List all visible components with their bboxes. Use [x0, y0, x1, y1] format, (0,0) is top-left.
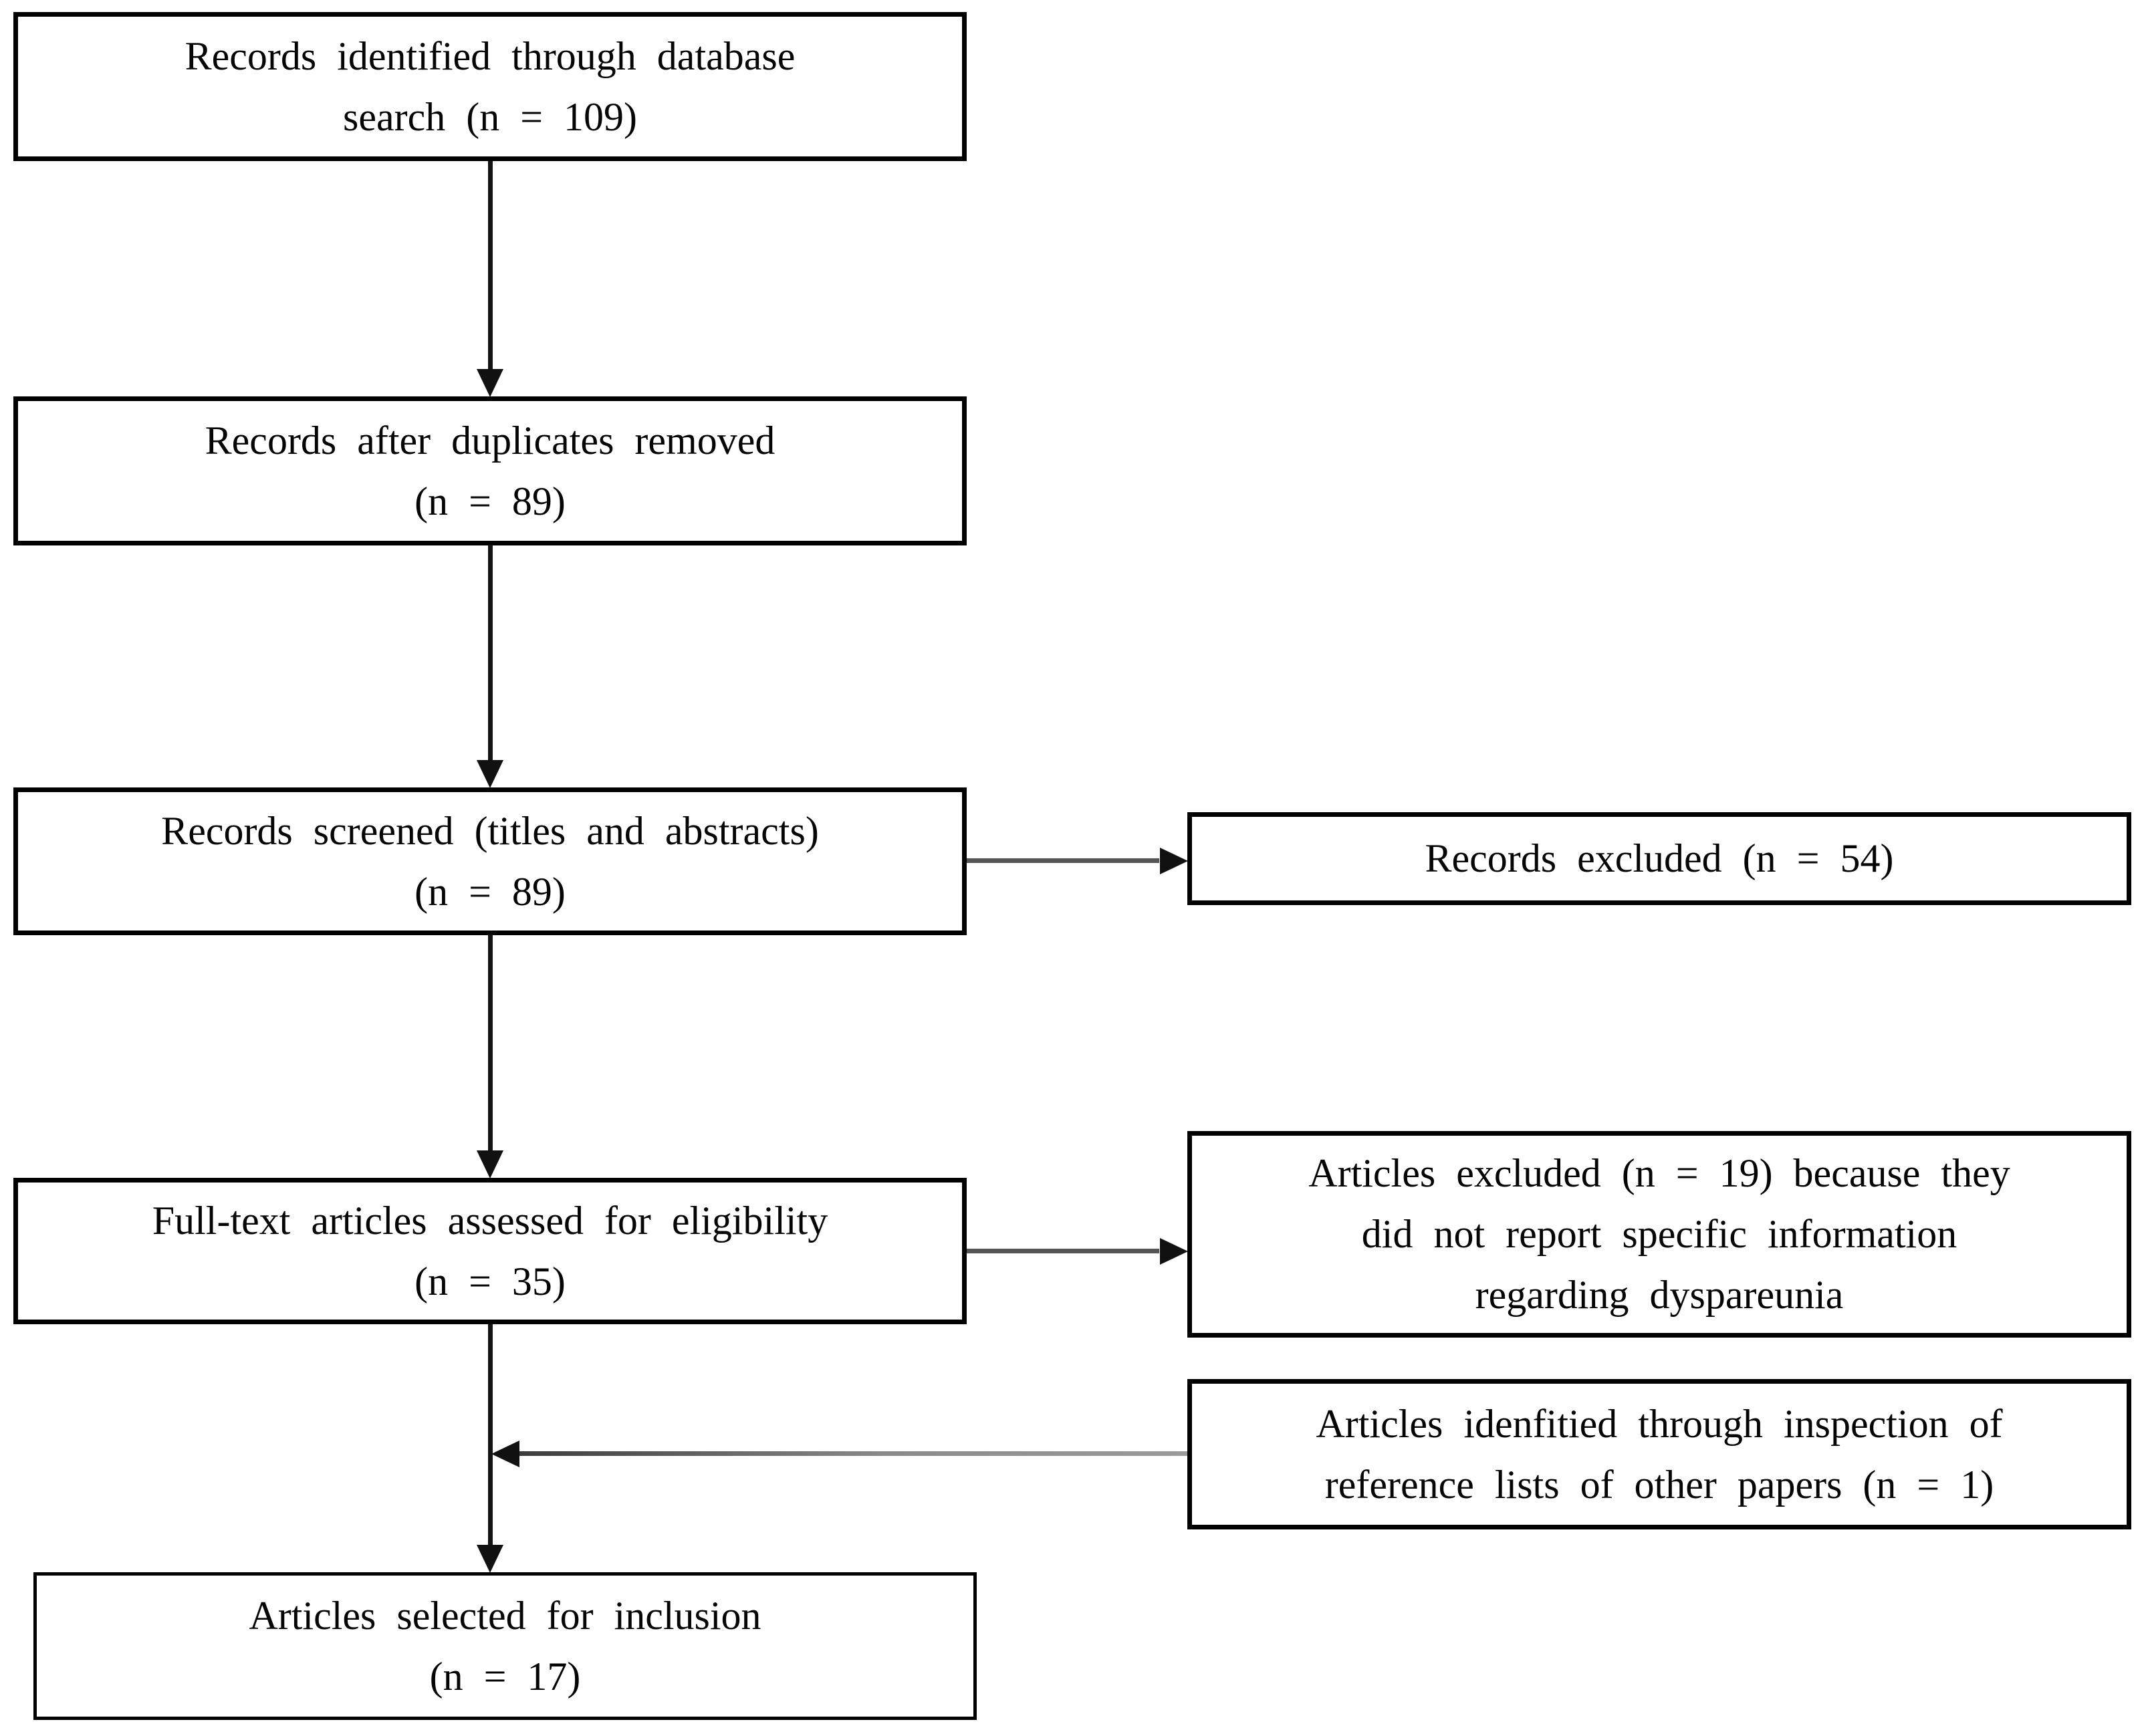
connector-identified-to-duplicates	[488, 161, 493, 370]
box-text-line: (n = 89)	[414, 869, 566, 914]
connector-fulltext-to-included	[488, 1324, 493, 1545]
arrowhead-down-icon	[477, 1545, 503, 1573]
connector-fulltext-to-articles-excluded	[967, 1249, 1159, 1253]
box-text-line: Records identified through database	[185, 33, 796, 78]
box-text-line: (n = 35)	[414, 1259, 566, 1304]
box-text-line: reference lists of other papers (n = 1)	[1324, 1462, 1994, 1507]
box-text-line: search (n = 109)	[342, 94, 638, 139]
box-text-line: Records excluded (n = 54)	[1425, 836, 1894, 880]
box-text-line: Articles idenfitied through inspection o…	[1316, 1401, 2003, 1446]
box-text-line: Articles excluded (n = 19) because they	[1308, 1151, 2010, 1195]
box-text-line: Articles selected for inclusion	[249, 1593, 761, 1638]
arrowhead-left-icon	[491, 1441, 519, 1467]
arrowhead-right-icon	[1160, 1238, 1188, 1265]
box-text-line: (n = 89)	[414, 479, 566, 523]
connector-screened-to-excluded	[967, 858, 1159, 863]
arrowhead-down-icon	[477, 760, 503, 788]
connector-references-to-main-flow	[519, 1451, 1187, 1456]
box-text-line: Full-text articles assessed for eligibil…	[152, 1198, 828, 1243]
box-text-line: Records screened (titles and abstracts)	[161, 808, 819, 853]
arrowhead-down-icon	[477, 369, 503, 397]
box-fulltext-articles-assessed: Full-text articles assessed for eligibil…	[13, 1178, 967, 1324]
arrowhead-right-icon	[1160, 848, 1188, 874]
box-records-after-duplicates-removed: Records after duplicates removed (n = 89…	[13, 396, 967, 545]
box-articles-excluded: Articles excluded (n = 19) because they …	[1187, 1131, 2131, 1338]
box-records-identified: Records identified through database sear…	[13, 12, 967, 161]
connector-screened-to-fulltext	[488, 935, 493, 1150]
box-articles-selected-for-inclusion: Articles selected for inclusion (n = 17)	[33, 1572, 977, 1720]
box-text-line: regarding dyspareunia	[1475, 1273, 1844, 1317]
arrowhead-down-icon	[477, 1150, 503, 1179]
box-text-line: (n = 17)	[429, 1654, 581, 1699]
box-records-excluded: Records excluded (n = 54)	[1187, 812, 2131, 905]
box-articles-identified-from-references: Articles idenfitied through inspection o…	[1187, 1379, 2131, 1529]
box-text-line: Records after duplicates removed	[205, 418, 775, 463]
box-records-screened: Records screened (titles and abstracts) …	[13, 787, 967, 935]
box-text-line: did not report specific information	[1361, 1212, 1957, 1256]
connector-duplicates-to-screened	[488, 545, 493, 760]
